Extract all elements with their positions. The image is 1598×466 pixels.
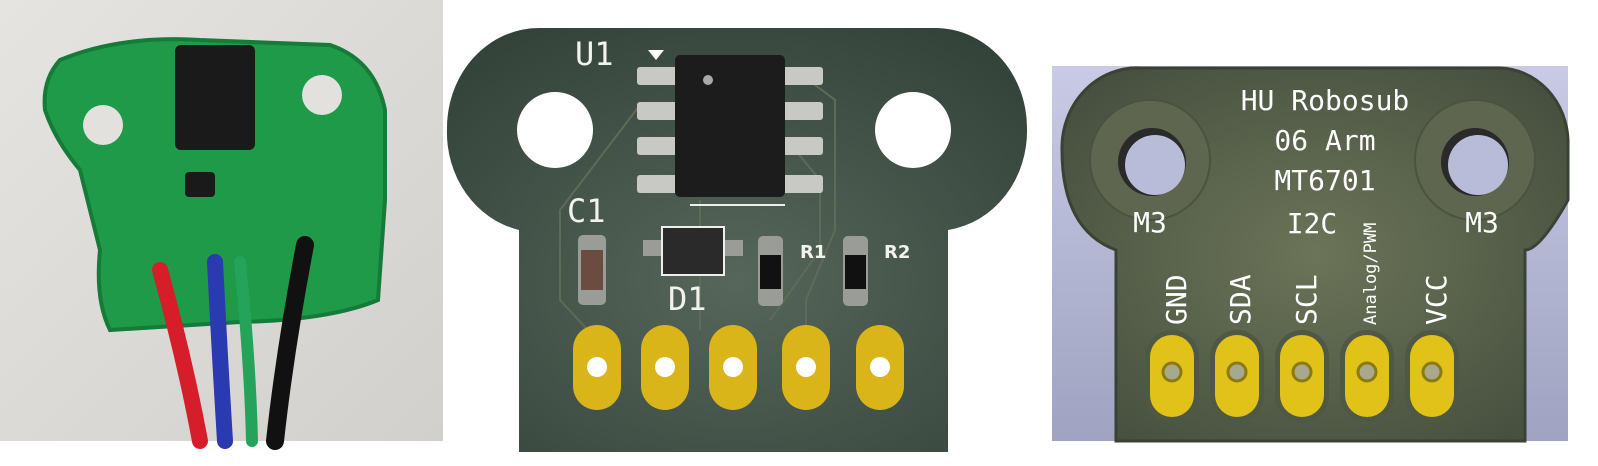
label-u1: U1 <box>575 35 614 73</box>
pin-label-sda: SDA <box>1224 274 1257 325</box>
protocol-label: I2C <box>1287 207 1338 240</box>
ic-u1 <box>637 50 823 206</box>
traces <box>559 69 836 341</box>
mounting-hole-left <box>517 92 593 168</box>
pin-labels: GND SDA SCL Analog/PWM VCC <box>1160 223 1453 325</box>
pin-label-scl: SCL <box>1290 274 1323 325</box>
mounting-hole-right <box>875 92 951 168</box>
wires <box>152 236 314 450</box>
title-line-1: HU Robosub <box>1241 84 1410 117</box>
hole-right-label: M3 <box>1465 206 1499 239</box>
label-d1: D1 <box>668 280 707 318</box>
pin-label-analog-pwm: Analog/PWM <box>1361 223 1381 325</box>
photo-panel <box>0 0 443 450</box>
resistor-r2 <box>843 236 868 306</box>
resistor-r1 <box>758 236 783 306</box>
title-line-3: MT6701 <box>1274 164 1375 197</box>
label-c1: C1 <box>567 192 606 230</box>
pin-label-gnd: GND <box>1160 274 1193 325</box>
hole-left-label: M3 <box>1133 206 1167 239</box>
title-line-2: 06 Arm <box>1274 124 1375 157</box>
label-r2: R2 <box>884 242 910 263</box>
pcb-render-top: U1 C1 D1 R1 R2 <box>446 27 1028 453</box>
pcb-render-silkscreen: HU Robosub 06 Arm MT6701 I2C M3 M3 GND S… <box>1052 66 1570 443</box>
label-r1: R1 <box>800 242 826 263</box>
diode-d1 <box>643 226 743 276</box>
pin-label-vcc: VCC <box>1420 274 1453 325</box>
capacitor-c1 <box>578 235 606 305</box>
